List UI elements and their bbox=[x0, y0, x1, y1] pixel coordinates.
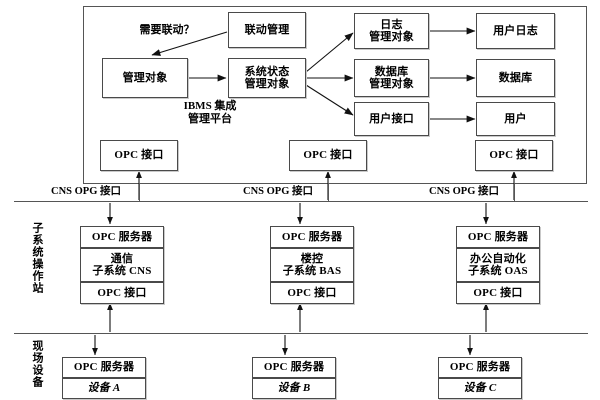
device-2-label[interactable]: 设备 B bbox=[252, 378, 336, 399]
subsystem-layer-side-label: 子系统操作站 bbox=[31, 222, 43, 294]
node-rizhi-guanli-duixiang[interactable]: 日志 管理对象 bbox=[354, 13, 429, 49]
device-1-opc-server[interactable]: OPC 服务器 bbox=[62, 357, 146, 378]
subsystem-2-opc-interface[interactable]: OPC 接口 bbox=[270, 282, 354, 304]
subsystem-3-opc-interface[interactable]: OPC 接口 bbox=[456, 282, 540, 304]
node-yonghu[interactable]: 用户 bbox=[476, 102, 555, 136]
node-shujuku[interactable]: 数据库 bbox=[476, 59, 555, 97]
node-liandong-guanli[interactable]: 联动管理 bbox=[228, 12, 306, 48]
platform-opc-interface-3[interactable]: OPC 接口 bbox=[475, 140, 553, 171]
device-3-label[interactable]: 设备 C bbox=[438, 378, 522, 399]
device-layer-side-label: 现场设备 bbox=[31, 340, 43, 388]
subsystem-2-name[interactable]: 楼控 子系统 BAS bbox=[270, 248, 354, 282]
bus-tick-1 bbox=[139, 183, 140, 201]
subsystem-1-opc-server[interactable]: OPC 服务器 bbox=[80, 226, 164, 248]
liandong-question-label: 需要联动？ bbox=[139, 24, 195, 36]
platform-opc-interface-2[interactable]: OPC 接口 bbox=[289, 140, 367, 171]
subsystem-3-opc-server[interactable]: OPC 服务器 bbox=[456, 226, 540, 248]
lower-bus-line bbox=[14, 333, 588, 334]
bus-tick-3 bbox=[514, 183, 515, 201]
subsystem-1-opc-interface[interactable]: OPC 接口 bbox=[80, 282, 164, 304]
bus-label-cns-2: CNS OPG 接口 bbox=[242, 186, 313, 197]
subsystem-1-name[interactable]: 通信 子系统 CNS bbox=[80, 248, 164, 282]
bus-tick-2 bbox=[328, 183, 329, 201]
bus-label-cns-3: CNS OPG 接口 bbox=[428, 186, 499, 197]
upper-bus-line bbox=[14, 201, 588, 202]
page-title: IBMS 集成 管理平台 bbox=[183, 100, 237, 125]
node-guanli-duixiang[interactable]: 管理对象 bbox=[102, 58, 188, 98]
subsystem-2-opc-server[interactable]: OPC 服务器 bbox=[270, 226, 354, 248]
node-shujuku-guanli-duixiang[interactable]: 数据库 管理对象 bbox=[354, 59, 429, 97]
device-3-opc-server[interactable]: OPC 服务器 bbox=[438, 357, 522, 378]
bus-label-cns-1: CNS OPG 接口 bbox=[50, 186, 121, 197]
node-xitong-zhuangtai-guanli-duixiang[interactable]: 系统状态 管理对象 bbox=[228, 58, 306, 98]
device-2-opc-server[interactable]: OPC 服务器 bbox=[252, 357, 336, 378]
ibms-platform-frame bbox=[83, 6, 587, 184]
subsystem-3-name[interactable]: 办公自动化 子系统 OAS bbox=[456, 248, 540, 282]
node-yonghu-rizhi[interactable]: 用户日志 bbox=[476, 13, 555, 49]
device-1-label[interactable]: 设备 A bbox=[62, 378, 146, 399]
platform-opc-interface-1[interactable]: OPC 接口 bbox=[100, 140, 178, 171]
node-yonghu-jiekou[interactable]: 用户接口 bbox=[354, 102, 429, 136]
